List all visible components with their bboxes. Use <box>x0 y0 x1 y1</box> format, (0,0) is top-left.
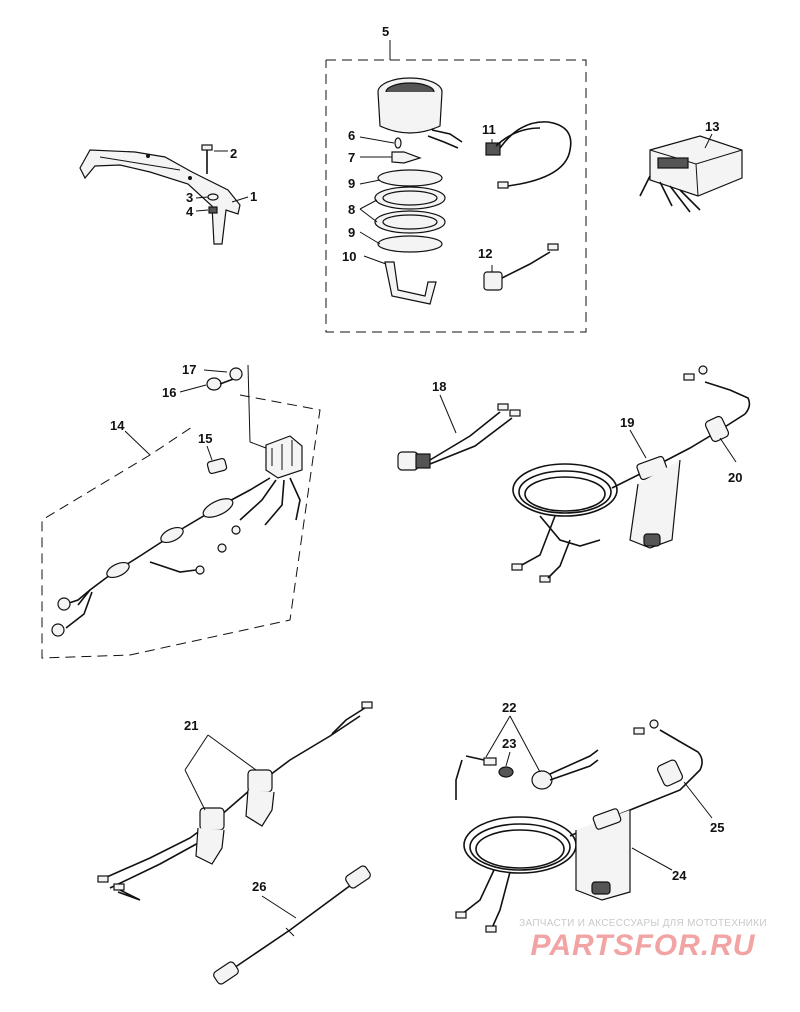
harness-bracket <box>575 808 631 901</box>
sender-unit <box>483 243 559 291</box>
gauge-gasket-upper <box>377 169 443 187</box>
extension-harness-coil <box>511 365 751 583</box>
callout-20: 20 <box>728 470 742 485</box>
gauge-kit-boundary <box>325 40 587 333</box>
sensor-clip <box>498 766 514 778</box>
callout-14: 14 <box>110 418 125 433</box>
control-module <box>639 135 743 213</box>
adapter-harness <box>397 403 521 471</box>
sensor-lead <box>455 755 497 800</box>
main-harness <box>51 477 301 637</box>
terminal-screw <box>206 377 237 391</box>
gauge-socket <box>391 151 422 164</box>
gauge-meter <box>377 77 463 149</box>
extension-cable <box>213 865 371 985</box>
callout-11: 11 <box>482 122 496 137</box>
callout-6: 6 <box>348 128 355 143</box>
callout-2: 2 <box>230 146 237 161</box>
callout-21: 21 <box>184 718 198 733</box>
callout-19: 19 <box>620 415 634 430</box>
harness-kit-boundary <box>41 394 321 659</box>
connector-plug <box>206 457 228 475</box>
gauge-ring-lower <box>374 210 446 234</box>
harness-grommet-lower <box>657 759 683 787</box>
callout-16: 16 <box>162 385 176 400</box>
callout-12: 12 <box>478 246 492 261</box>
gauge-harness <box>485 121 572 189</box>
callout-1: 1 <box>250 189 257 204</box>
callout-22: 22 <box>502 700 516 715</box>
harness-connector <box>629 455 681 549</box>
gauge-mount-bracket <box>384 261 437 305</box>
main-harness-coil <box>455 719 703 933</box>
terminal-block <box>247 364 303 479</box>
callout-26: 26 <box>252 879 266 894</box>
callout-18: 18 <box>432 379 446 394</box>
link-harness <box>97 701 373 901</box>
callout-9-lower: 9 <box>348 225 355 240</box>
bracket-nut <box>208 206 218 214</box>
callout-13: 13 <box>705 119 719 134</box>
harness-grommet <box>704 415 730 443</box>
callout-8: 8 <box>348 202 355 217</box>
callout-24: 24 <box>672 868 687 883</box>
callout-4: 4 <box>186 204 194 219</box>
callout-15: 15 <box>198 431 212 446</box>
gauge-gasket-lower <box>377 235 443 253</box>
callout-23: 23 <box>502 736 516 751</box>
callout-10: 10 <box>342 249 356 264</box>
terminal-washer <box>229 367 243 381</box>
callout-17: 17 <box>182 362 196 377</box>
callout-7: 7 <box>348 150 355 165</box>
callout-25: 25 <box>710 820 724 835</box>
bracket-screw <box>201 144 213 174</box>
callout-3: 3 <box>186 190 193 205</box>
gauge-ring-upper <box>374 186 446 210</box>
callout-9-upper: 9 <box>348 176 355 191</box>
temp-sensor <box>531 749 599 790</box>
callout-5: 5 <box>382 24 389 39</box>
gauge-bulb <box>394 137 402 149</box>
bracket-washer <box>207 193 219 201</box>
